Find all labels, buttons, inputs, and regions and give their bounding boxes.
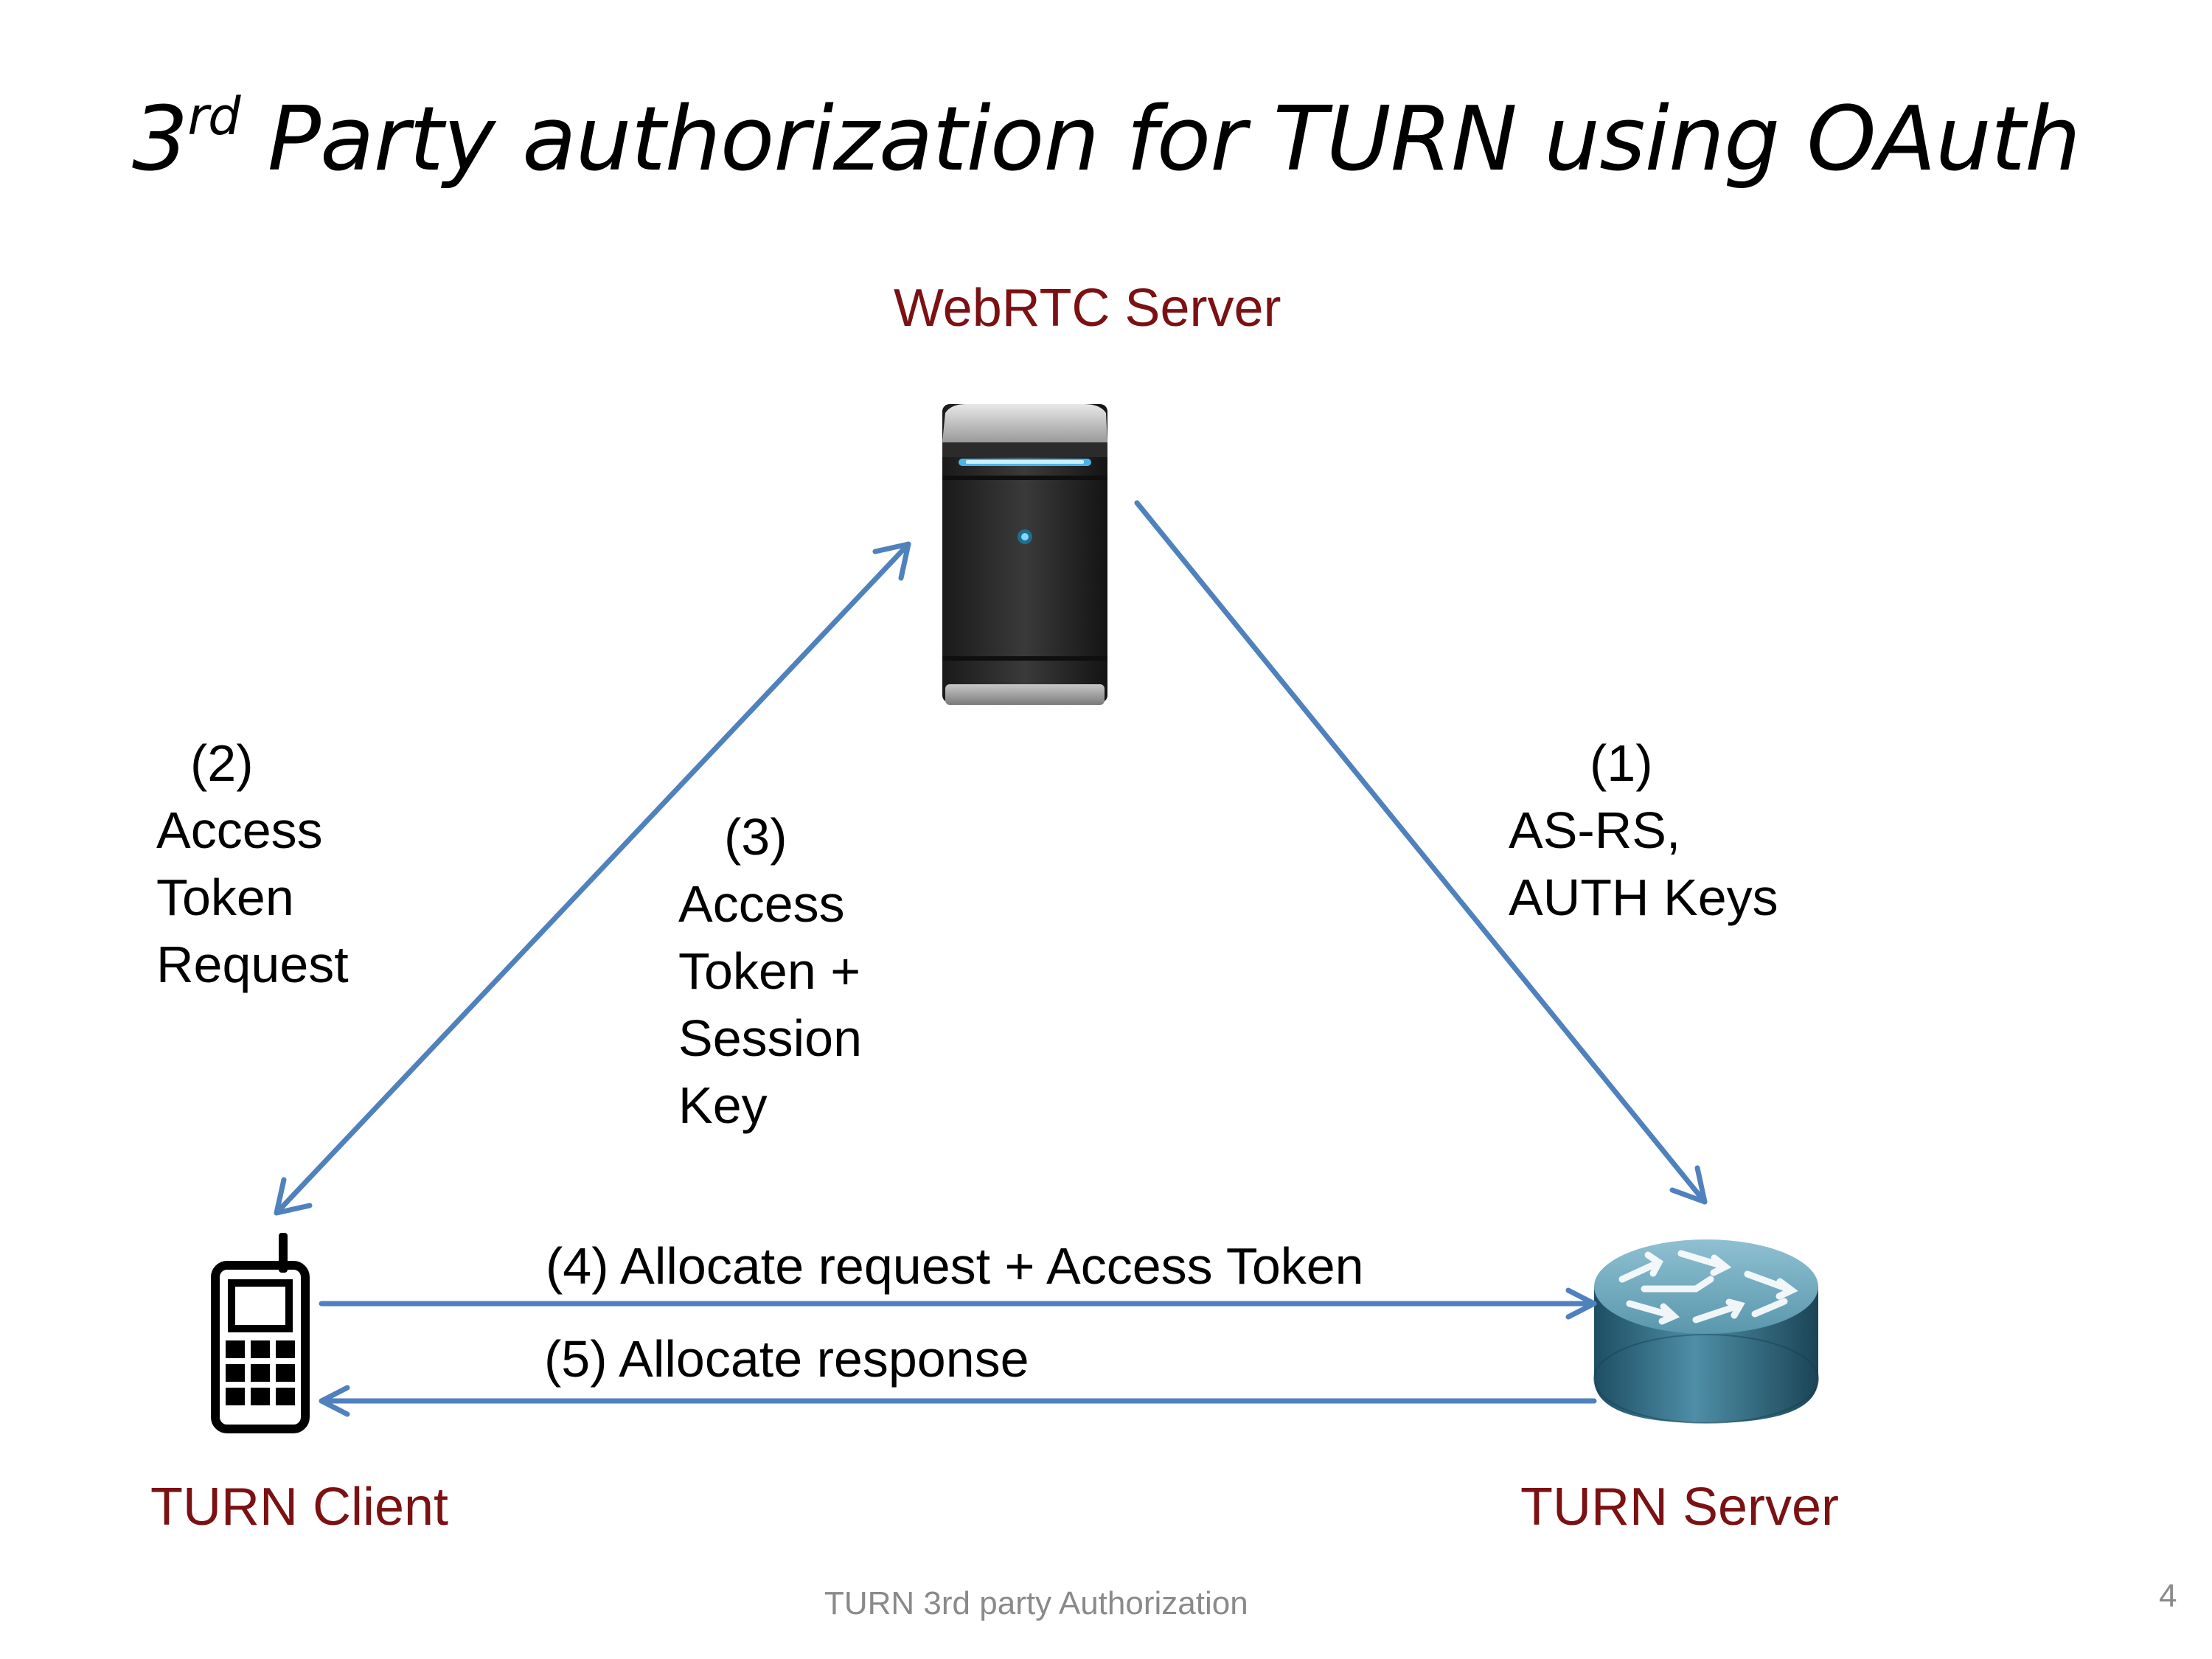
turn-server-label: TURN Server (1520, 1478, 1840, 1537)
step3-line: Session (678, 1009, 863, 1067)
slide-title: 3rd Party authorization for TURN using O… (131, 86, 2081, 191)
arrow-step2-head (872, 541, 911, 581)
step2-annotation: (2) Access Token Request (156, 730, 349, 998)
router-icon (1593, 1239, 1819, 1424)
arrow-step2-3 (274, 541, 911, 1216)
arrow-step3-head (274, 1177, 313, 1216)
arrow-step1 (1134, 500, 1708, 1205)
step2-line: Token (156, 869, 294, 926)
step1-line: AUTH Keys (1509, 869, 1778, 926)
step2-number: (2) (190, 734, 254, 792)
mobile-phone-icon (211, 1233, 310, 1433)
step3-annotation: (3) Access Token + Session Key (678, 804, 862, 1139)
server-tower-icon (942, 404, 1107, 705)
step3-line: Token + (678, 942, 861, 1000)
step2-line: Access (156, 801, 323, 859)
step3-line: Access (678, 875, 845, 933)
step1-number: (1) (1590, 734, 1653, 792)
step5-annotation: (5) Allocate response (544, 1330, 1029, 1388)
arrow-step4-head (1565, 1287, 1597, 1320)
turn-client-label: TURN Client (150, 1478, 449, 1537)
footer-title: TURN 3rd party Authorization (824, 1585, 1248, 1621)
step3-line: Key (678, 1077, 768, 1134)
arrow-step1-head (1669, 1165, 1708, 1205)
step3-number: (3) (724, 808, 787, 866)
step2-line: Request (156, 936, 349, 993)
arrow-step5-head (319, 1385, 350, 1417)
step4-annotation: (4) Allocate request + Access Token (546, 1237, 1364, 1295)
webrtc-server-label: WebRTC Server (894, 279, 1281, 338)
step1-line: AS-RS, (1509, 801, 1681, 859)
arrows (274, 500, 1708, 1417)
step1-annotation: (1) AS-RS, AUTH Keys (1509, 730, 1778, 931)
page-number: 4 (2159, 1578, 2177, 1614)
